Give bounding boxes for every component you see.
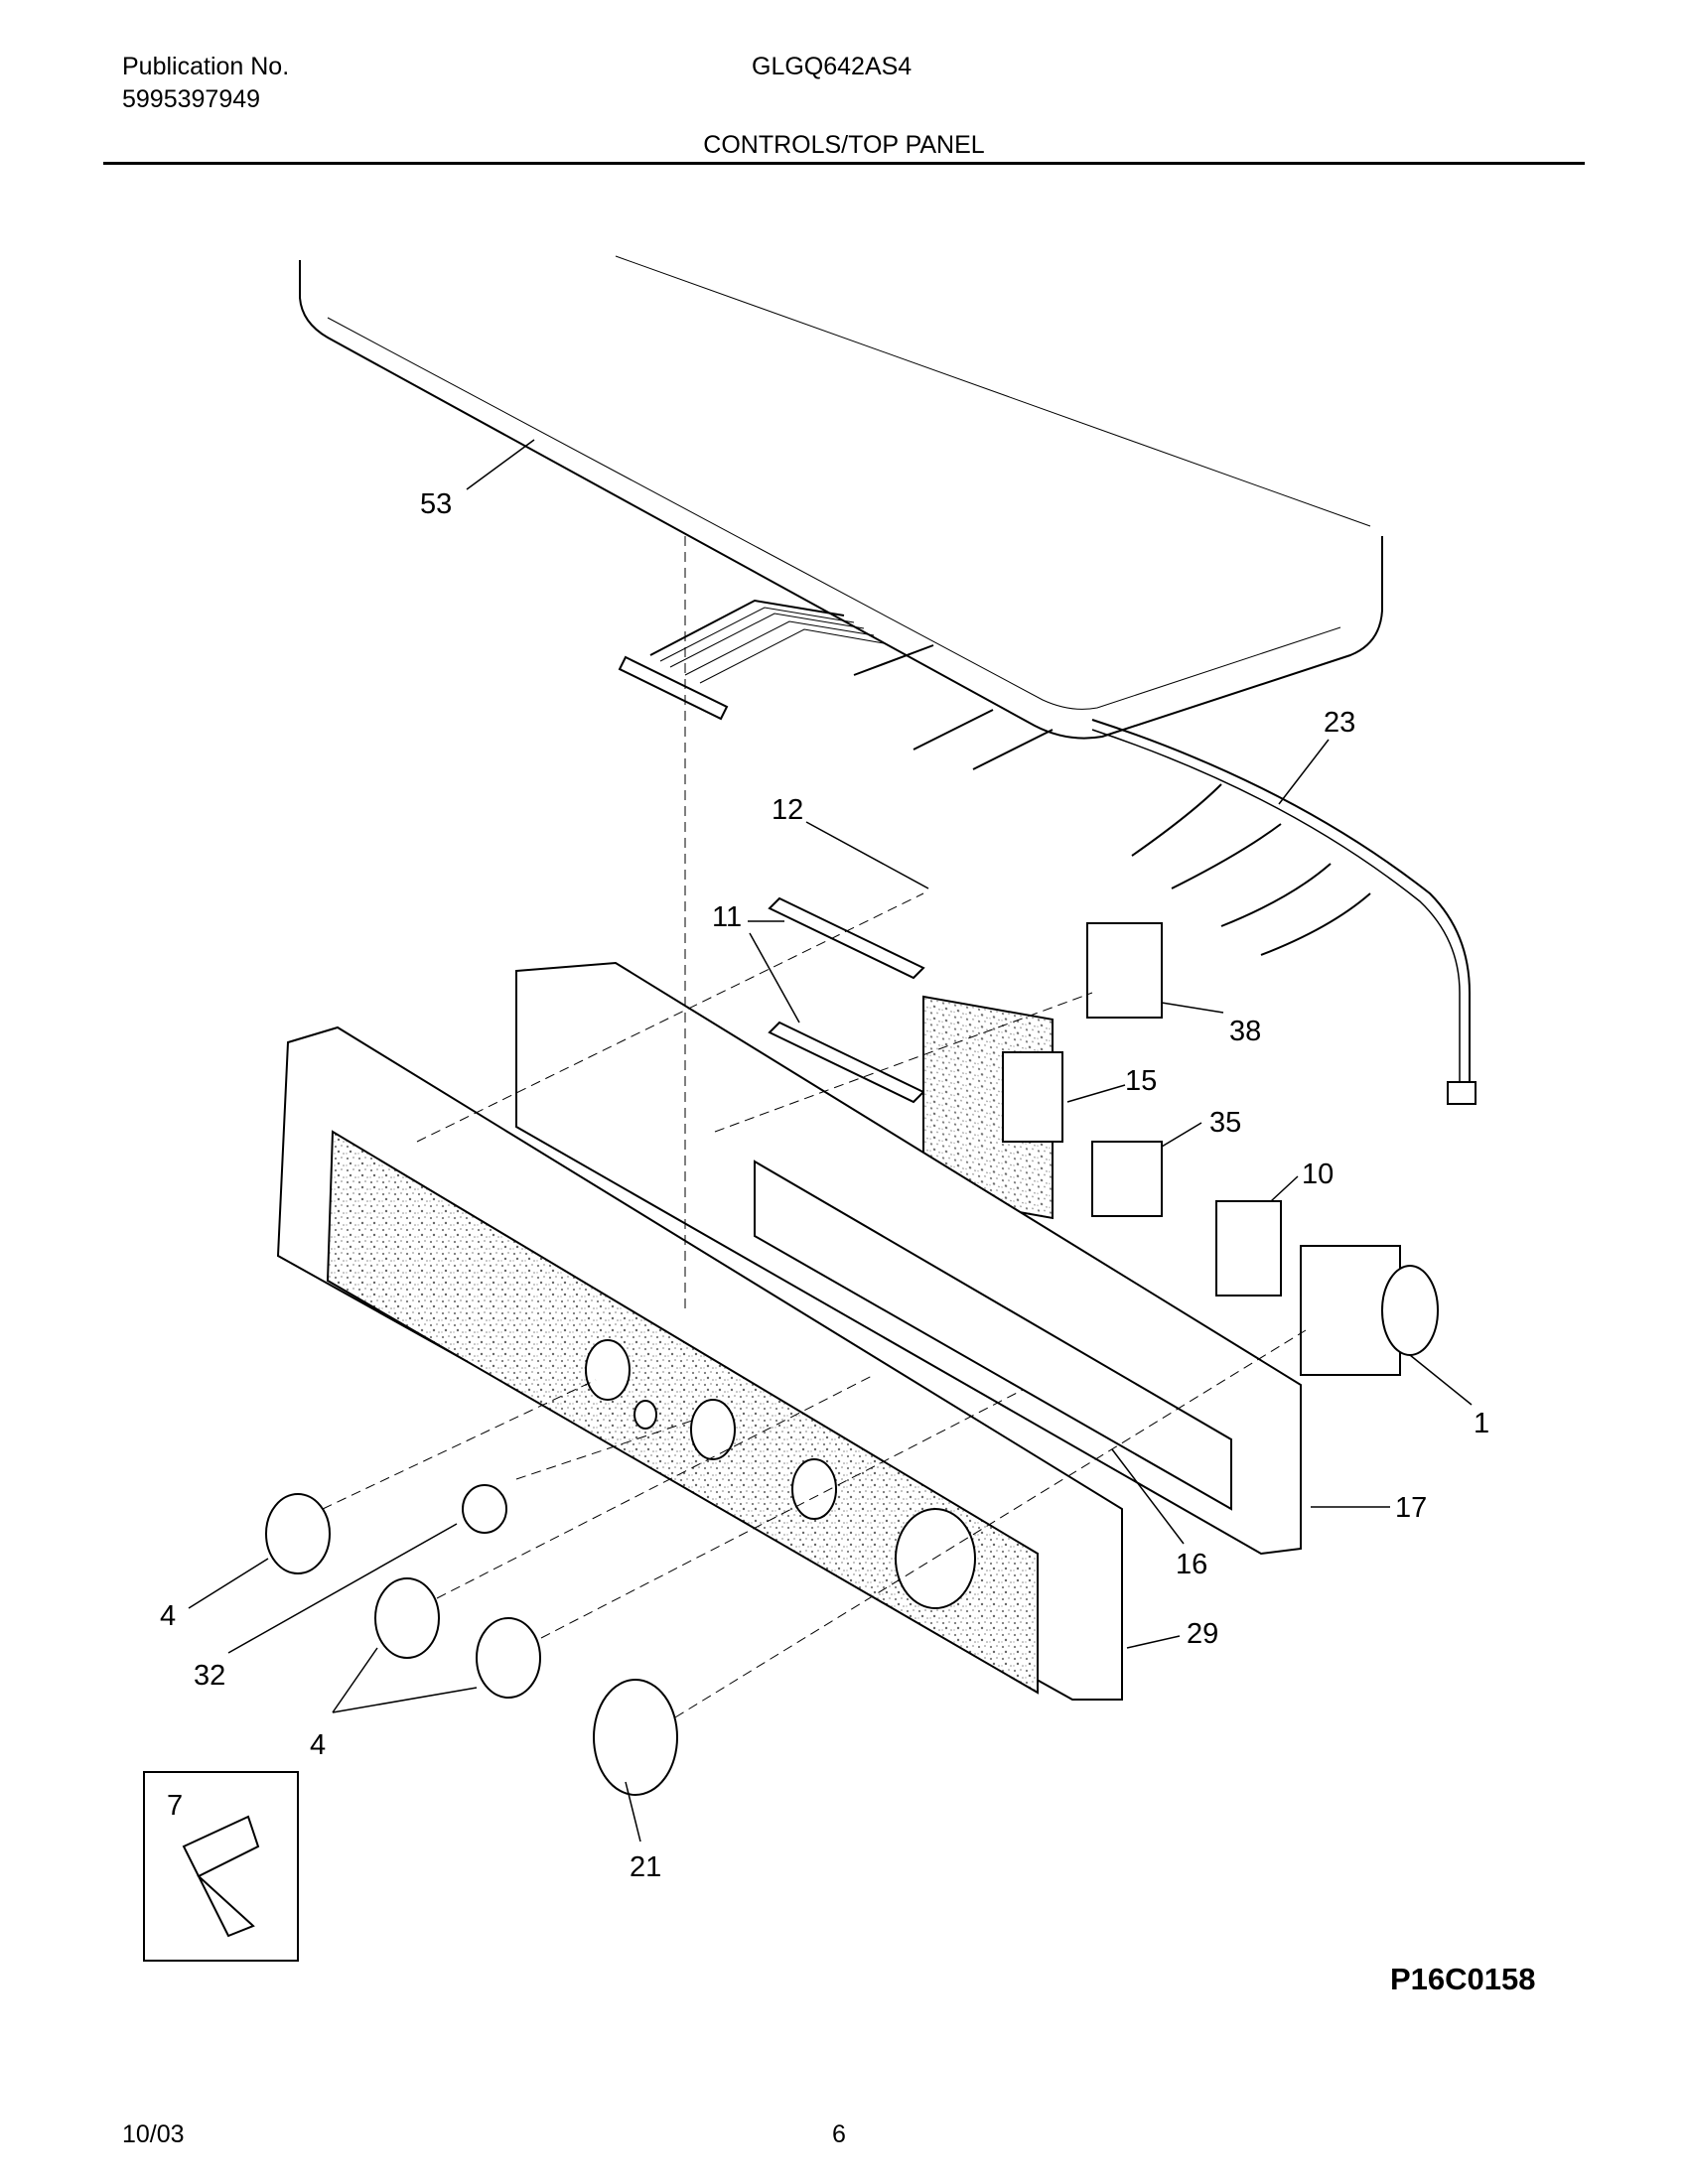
inset-box [143, 1771, 299, 1962]
callout-23: 23 [1324, 707, 1355, 739]
model-number: GLGQ642AS4 [752, 53, 913, 80]
callout-32: 32 [194, 1660, 225, 1692]
brackets [768, 896, 925, 1104]
console-backsplash [276, 1025, 1123, 1701]
ribbon-connector [618, 599, 885, 721]
callout-15: 15 [1125, 1065, 1157, 1097]
callout-53: 53 [420, 488, 452, 520]
alignment-lines [322, 536, 1307, 1718]
header-rule [103, 162, 1585, 165]
callout-1: 1 [1474, 1408, 1489, 1439]
callout-12: 12 [772, 794, 803, 826]
callout-29: 29 [1187, 1618, 1218, 1650]
switch-10 [1215, 1200, 1282, 1297]
top-panel [299, 255, 1383, 740]
push-switch-15 [1002, 1051, 1063, 1143]
footer-date: 10/03 [122, 2120, 185, 2148]
wire-harness [853, 644, 1477, 1105]
selector-38 [1086, 922, 1163, 1019]
callout-4-pair: 4 [310, 1729, 326, 1761]
callout-4-top: 4 [160, 1600, 176, 1632]
leader-lines [188, 439, 1473, 1843]
publication-label: Publication No. [122, 53, 290, 80]
publication-number: 5995397949 [122, 85, 261, 113]
section-title: CONTROLS/TOP PANEL [703, 131, 985, 159]
callout-16: 16 [1176, 1549, 1207, 1580]
figure-code: P16C0158 [1390, 1962, 1536, 1996]
page-number: 6 [832, 2120, 846, 2148]
callout-7: 7 [167, 1790, 183, 1822]
callout-38: 38 [1229, 1016, 1261, 1047]
callout-11: 11 [712, 901, 742, 933]
switch-35 [1091, 1141, 1163, 1217]
knobs [265, 1484, 678, 1796]
callout-35: 35 [1209, 1107, 1241, 1139]
callout-21: 21 [630, 1851, 661, 1883]
callout-10: 10 [1302, 1159, 1334, 1190]
control-mounting-panel [515, 961, 1302, 1556]
callout-17: 17 [1395, 1492, 1427, 1524]
